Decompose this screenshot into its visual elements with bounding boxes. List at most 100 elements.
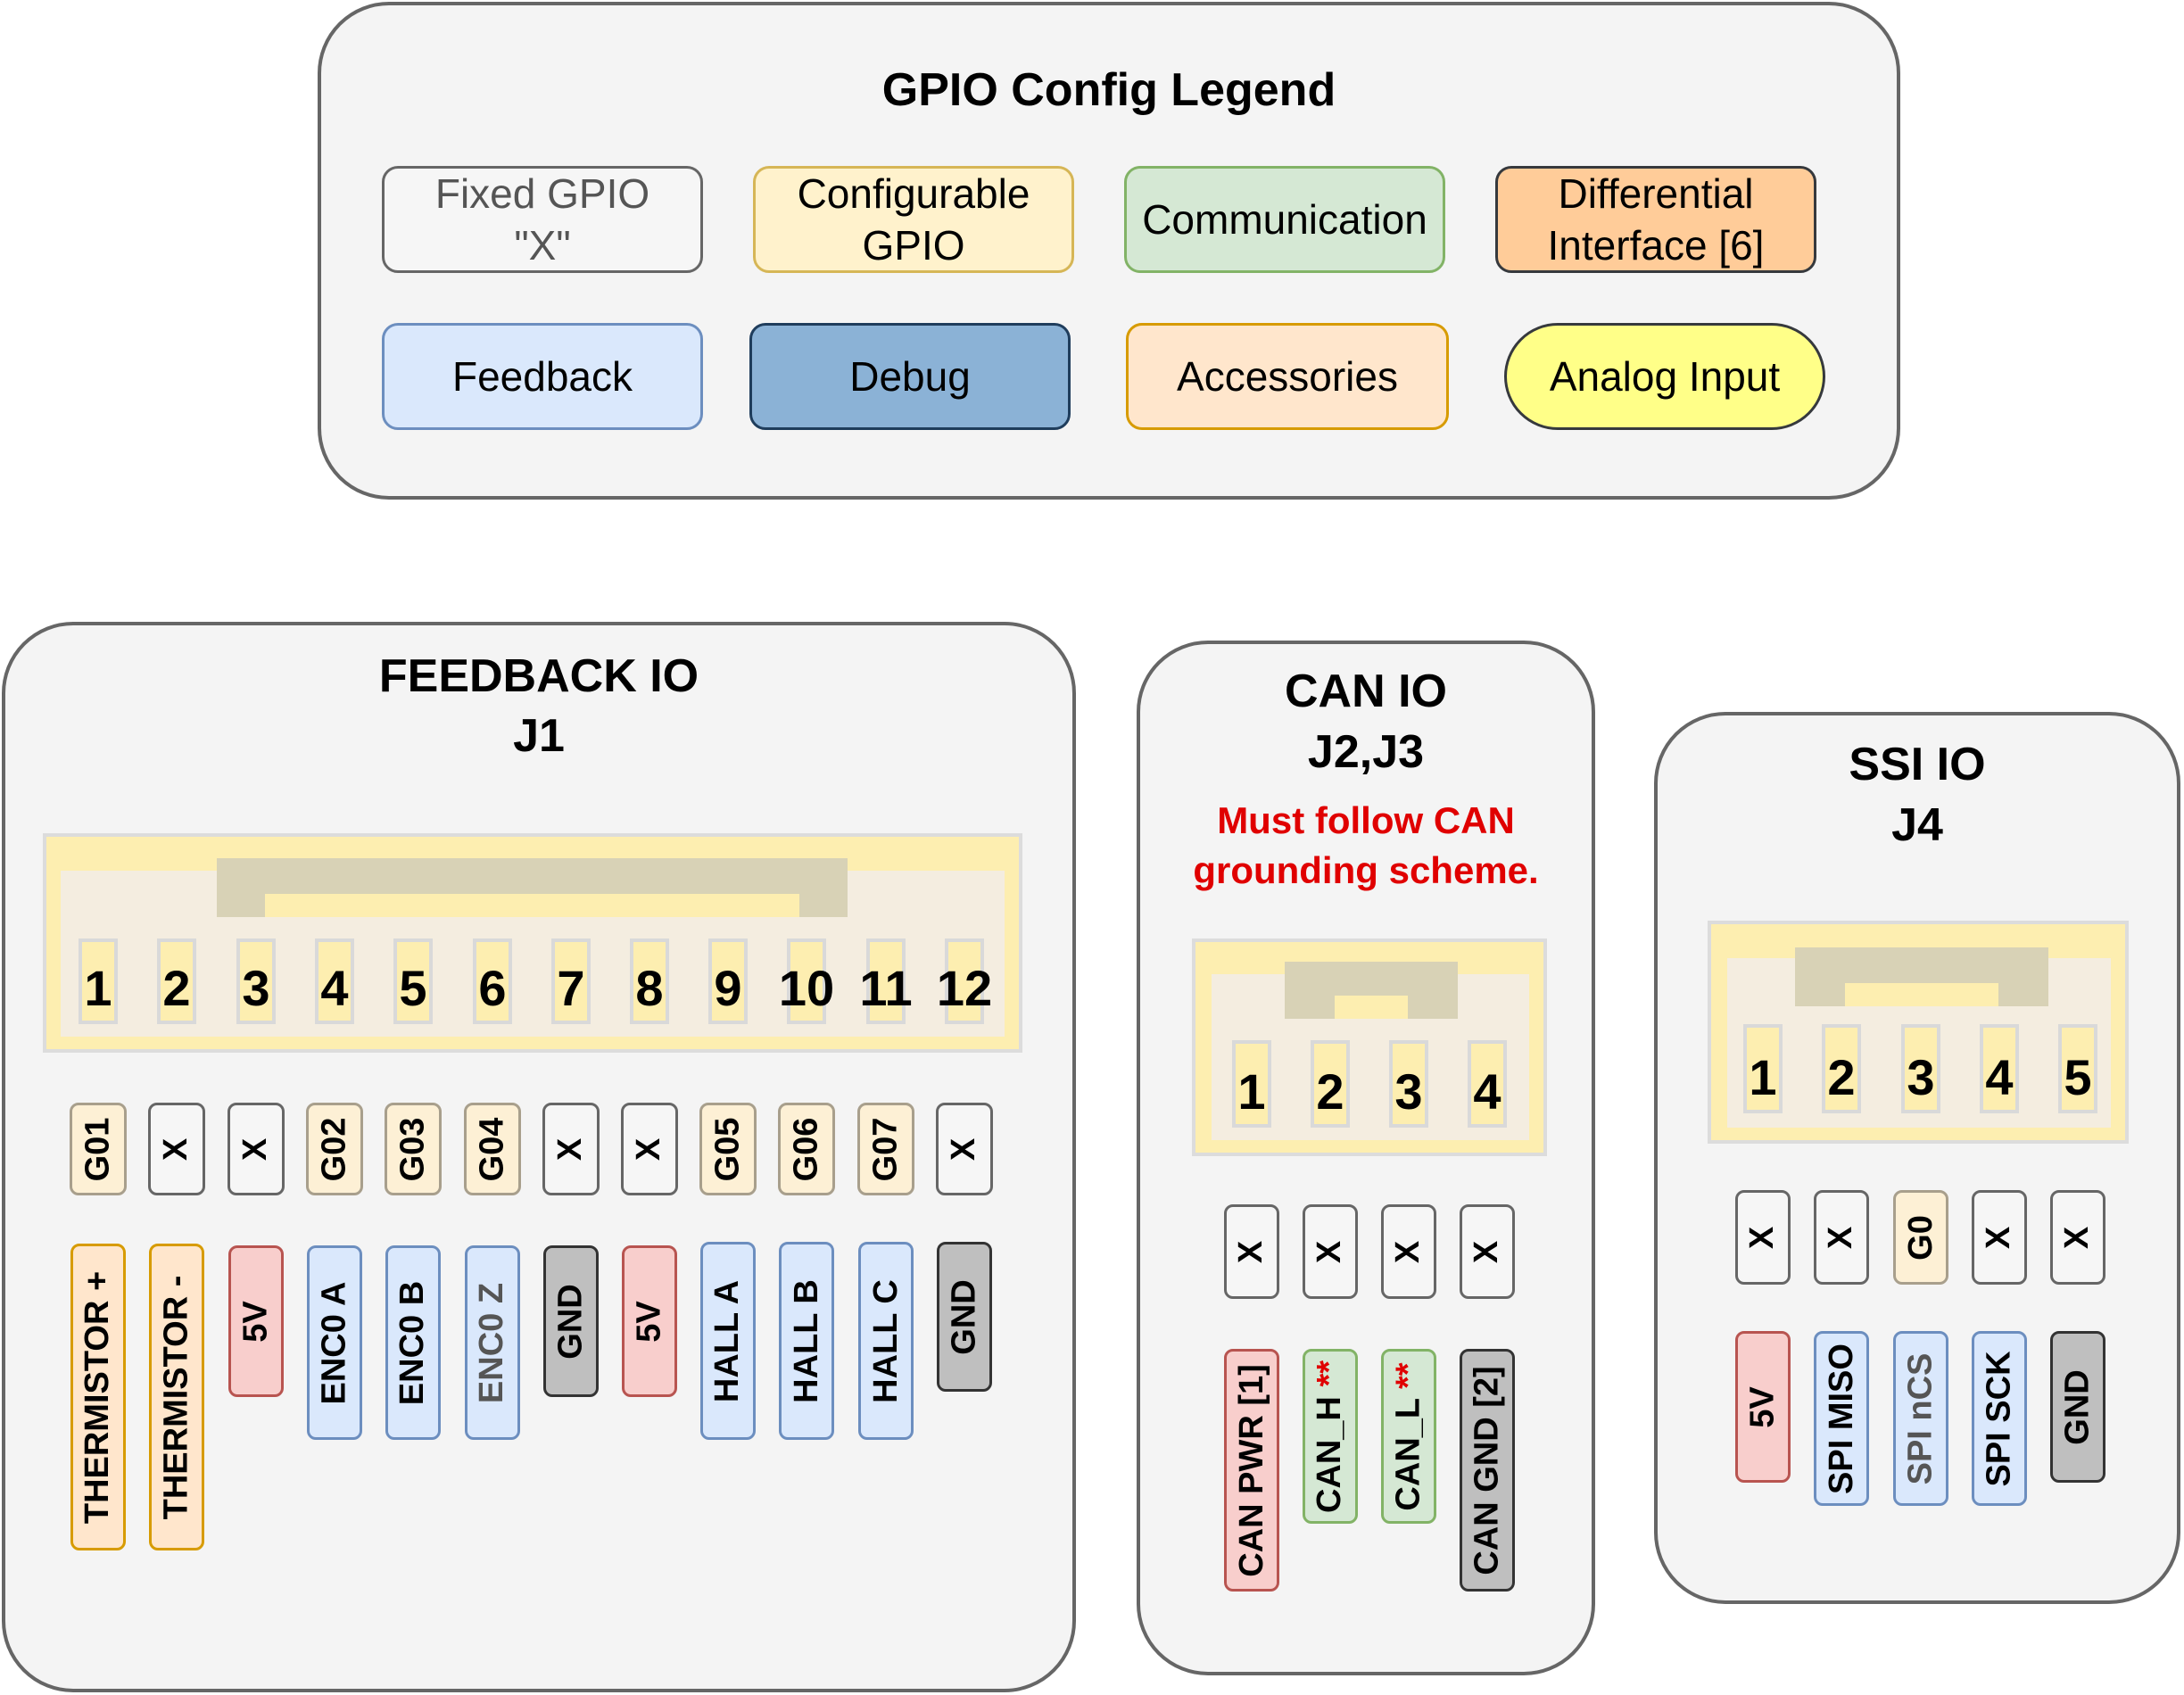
ssi-pin-label: 4: [1985, 1049, 2014, 1105]
feedback-gpio-cell-label: X: [236, 1137, 275, 1160]
feedback-function-cell-2: THERMISTOR -: [149, 1244, 204, 1550]
can-function-cell-text: CAN GND [2]: [1468, 1365, 1506, 1575]
feedback-gpio-cell-label: G05: [709, 1117, 748, 1181]
feedback-function-cell-text: GND: [945, 1278, 983, 1355]
feedback-gpio-cell-label: G01: [79, 1117, 118, 1181]
feedback-function-cell-label: THERMISTOR +: [79, 1270, 118, 1523]
feedback-pin-label: 2: [162, 960, 191, 1016]
feedback-function-cell-text: THERMISTOR +: [79, 1270, 117, 1524]
feedback-gpio-cell-5: G03: [385, 1103, 442, 1195]
feedback-pin-label: 12: [936, 960, 993, 1016]
can-pin-label: 1: [1237, 1063, 1266, 1120]
feedback-gpio-cell-label: G04: [474, 1117, 512, 1181]
feedback-function-cell-label: ENC0 B: [394, 1280, 433, 1404]
ssi-function-cell-text: GND: [2058, 1368, 2097, 1445]
feedback-gpio-cell-3: X: [228, 1103, 285, 1195]
feedback-function-cell-8: 5V: [622, 1245, 677, 1397]
feedback-gpio-cell-4: G02: [306, 1103, 363, 1195]
feedback-pin-label: 9: [714, 960, 742, 1016]
can-function-cell-4: CAN GND [2]: [1460, 1349, 1515, 1592]
feedback-pin-12: 12: [937, 938, 992, 1024]
can-gpio-cell-1: X: [1224, 1204, 1279, 1299]
feedback-gpio-cell-text: G07: [866, 1117, 905, 1181]
ssi-gpio-cell-text: X: [2058, 1226, 2097, 1249]
feedback-function-cell-text: HALL B: [787, 1278, 825, 1403]
feedback-function-cell-label: GND: [552, 1284, 591, 1359]
feedback-pin-label: 5: [399, 960, 427, 1016]
ssi-pin-label: 2: [1827, 1049, 1856, 1105]
feedback-gpio-cell-text: G06: [787, 1117, 825, 1181]
can-pin-label: 2: [1316, 1063, 1344, 1120]
feedback-gpio-cell-label: G03: [394, 1117, 433, 1181]
feedback-gpio-cell-text: X: [236, 1137, 275, 1161]
ssi-gpio-cell-label: X: [1822, 1226, 1860, 1248]
legend-accessories: Accessories: [1126, 323, 1449, 430]
can-function-cell-1: CAN PWR [1]: [1224, 1349, 1279, 1592]
feedback-function-cell-12: GND: [937, 1242, 992, 1392]
feedback-function-cell-text: 5V: [236, 1300, 275, 1343]
feedback-pin-label: 6: [478, 960, 507, 1016]
ssi-gpio-cell-5: X: [2050, 1190, 2105, 1285]
feedback-gpio-cell-text: X: [945, 1137, 983, 1161]
can-gpio-cell-label: X: [1468, 1240, 1506, 1262]
feedback-function-cell-label: GND: [946, 1279, 984, 1354]
can-pin-2: 2: [1311, 1040, 1350, 1128]
can-function-cell-text: CAN PWR [1]: [1232, 1363, 1270, 1577]
feedback-gpio-cell-6: G04: [464, 1103, 521, 1195]
feedback-pin-5: 5: [393, 938, 433, 1024]
feedback-function-cell-label: 5V: [236, 1301, 275, 1342]
ssi-gpio-cell-label: X: [1743, 1226, 1782, 1248]
feedback-gpio-cell-11: G07: [857, 1103, 914, 1195]
feedback-function-cell-label: ENC0 Z: [474, 1282, 512, 1402]
can-marker: **: [1389, 1361, 1427, 1399]
feedback-function-cell-text: HALL A: [708, 1279, 747, 1402]
feedback-gpio-cell-label: G07: [867, 1117, 906, 1181]
ssi-gpio-cell-1: X: [1735, 1190, 1791, 1285]
feedback-gpio-cell-12: X: [936, 1103, 993, 1195]
feedback-io-connector: J1: [513, 710, 565, 762]
can-gpio-cell-2: X: [1303, 1204, 1358, 1299]
feedback-gpio-cell-label: G06: [788, 1117, 826, 1181]
can-pin-label: 4: [1473, 1063, 1502, 1120]
can-gpio-cell-label: X: [1389, 1240, 1427, 1262]
ssi-pin-2: 2: [1822, 1024, 1861, 1113]
ssi-function-cell-4: SPI SCK: [1972, 1331, 2027, 1506]
feedback-io-title: FEEDBACK IO: [378, 650, 699, 702]
can-pin-1: 1: [1232, 1040, 1271, 1128]
can-io-panel: [1137, 641, 1595, 1675]
ssi-function-cell-2: SPI MISO: [1814, 1331, 1869, 1506]
ssi-gpio-cell-text: X: [1822, 1226, 1860, 1249]
ssi-pin-3: 3: [1901, 1024, 1940, 1113]
feedback-function-cell-7: GND: [543, 1245, 599, 1397]
feedback-pin-8: 8: [630, 938, 669, 1024]
feedback-gpio-cell-label: X: [157, 1137, 195, 1160]
can-pin-3: 3: [1389, 1040, 1428, 1128]
feedback-pin-3: 3: [236, 938, 276, 1024]
feedback-pin-label: 1: [84, 960, 112, 1016]
ssi-function-cell-1: 5V: [1735, 1331, 1791, 1483]
feedback-function-cell-label: ENC0 A: [316, 1281, 354, 1404]
can-io-connector: J2,J3: [1307, 726, 1425, 778]
ssi-pin-1: 1: [1743, 1024, 1783, 1113]
legend-differential-interface: Differential Interface [6]: [1495, 166, 1816, 273]
feedback-gpio-cell-10: G06: [778, 1103, 835, 1195]
feedback-pin-label: 8: [635, 960, 664, 1016]
feedback-pin-4: 4: [315, 938, 354, 1024]
feedback-function-cell-label: THERMISTOR -: [158, 1275, 196, 1519]
ssi-function-cell-label: GND: [2059, 1369, 2097, 1444]
ssi-gpio-cell-text: X: [1980, 1226, 2018, 1249]
feedback-gpio-cell-9: G05: [699, 1103, 757, 1195]
can-marker: **: [1311, 1360, 1349, 1396]
feedback-function-cell-3: 5V: [228, 1245, 284, 1397]
feedback-gpio-cell-7: X: [542, 1103, 600, 1195]
ssi-gpio-cell-label: X: [2058, 1226, 2097, 1248]
feedback-function-cell-label: 5V: [630, 1301, 668, 1342]
can-function-cell-label: CAN PWR [1]: [1233, 1364, 1271, 1577]
ssi-gpio-cell-2: X: [1814, 1190, 1869, 1285]
can-grounding-warning-line1: Must follow CAN: [1217, 799, 1515, 841]
ssi-pin-5: 5: [2058, 1024, 2097, 1113]
feedback-function-cell-11: HALL C: [858, 1242, 914, 1440]
ssi-pin-4: 4: [1980, 1024, 2019, 1113]
can-pin-4: 4: [1468, 1040, 1507, 1128]
ssi-function-cell-label: 5V: [1743, 1386, 1782, 1427]
